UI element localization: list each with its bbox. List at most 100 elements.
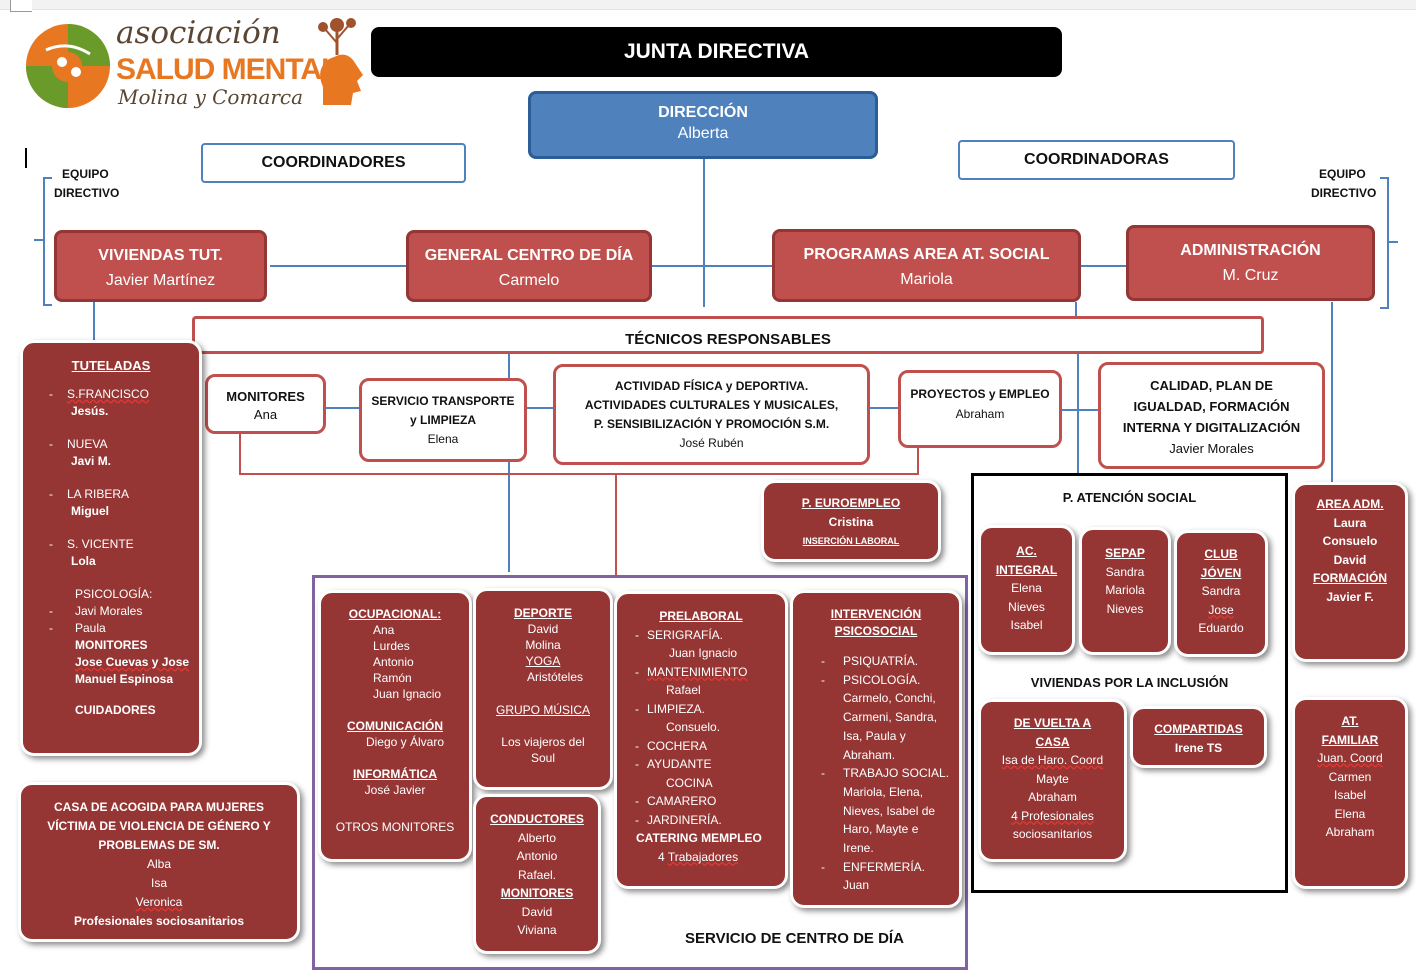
coord-title: ADMINISTRACIÓN [1180, 242, 1321, 259]
at-familiar-box: AT. FAMILIAR Juan. Coord Carmen Isabel E… [1292, 697, 1408, 889]
equipo-line1: EQUIPO [1319, 167, 1366, 181]
club-title1: CLUB [1204, 547, 1238, 561]
tec-name: Abraham [955, 407, 1005, 421]
tut-monitores-label: MONITORES [75, 638, 148, 652]
at-familiar-title2: FAMILIAR [1321, 732, 1379, 747]
logo-emblem-icon [26, 24, 110, 108]
yoga-person: Aristóteles [526, 670, 584, 684]
intervencion-line: Carmelo, Conchi, [843, 691, 936, 706]
familiar-person: Abraham [1325, 825, 1375, 839]
equipo-line2: DIRECTIVO [54, 186, 120, 200]
intervencion-line: Nieves, Isabel de [843, 803, 936, 818]
ac-integral-title2: INTEGRAL [995, 562, 1058, 577]
intervencion-title1: INTERVENCIÓN [830, 607, 922, 621]
tutelada-name: LA RIBERA [67, 487, 130, 501]
deporte-person: Molina [525, 638, 561, 652]
coord-name: Carmelo [498, 272, 560, 289]
devuelta-line: Isa de Haro. Coord [981, 751, 1124, 770]
intervencion-line: Irene. [843, 841, 874, 856]
compartidas-title: COMPARTIDAS [1154, 722, 1243, 736]
devuelta-line: Mayte [1036, 771, 1069, 786]
top-ruler [0, 0, 1416, 10]
grupo-musica-line: Los viajeros del [501, 735, 585, 749]
viviendas-inclusion-label: VIVIENDAS POR LA INCLUSIÓN [1030, 675, 1229, 690]
logo: asociación SALUD MENTAL Molina y Comarca [22, 15, 367, 115]
prelaboral-sub: Consuelo. [666, 720, 721, 734]
prelaboral-item: MANTENIMIENTO [617, 663, 785, 682]
ocupacional-title: OCUPACIONAL: [348, 607, 442, 621]
devuelta-coord: Isa de Haro. Coord [1001, 753, 1104, 767]
prelaboral-item: SERIGRAFÍA. [617, 626, 785, 645]
club-title2: JÓVEN [1200, 565, 1242, 580]
de-vuelta-casa-box: DE VUELTA A CASA Isa de Haro. Coord Mayt… [978, 699, 1127, 862]
direccion-box: DIRECCIÓN Alberta [528, 91, 878, 159]
comunicacion-title: COMUNICACIÓN [347, 719, 443, 733]
grupo-musica-title: GRUPO MÚSICA [495, 703, 590, 717]
tec-line2: y LIMPIEZA [409, 413, 476, 427]
ocup-person: Ana [373, 623, 395, 637]
intervencion-head: TRABAJO SOCIAL. [817, 764, 959, 783]
intervencion-line: Juan [843, 878, 870, 893]
tec-name: Elena [427, 432, 459, 446]
tutelada-person: Jesús. [71, 404, 109, 418]
devuelta-profesionales: 4 Profesionales [1011, 808, 1094, 823]
cuidadores-label: CUIDADORES [75, 703, 156, 717]
prelaboral-item: AYUDANTE [617, 755, 785, 774]
club-person: Eduardo [1198, 621, 1244, 635]
devuelta-title2: CASA [1035, 734, 1070, 749]
logo-line3: Molina y Comarca [118, 85, 304, 109]
coord-general-centro-dia: GENERAL CENTRO DE DÍA Carmelo [406, 230, 652, 302]
conductor-person: Alberto [517, 830, 557, 845]
casa-acogida-box: CASA DE ACOGIDA PARA MUJERES VÍCTIMA DE … [18, 782, 300, 942]
tec-line2: ACTIVIDADES CULTURALES Y MUSICALES, [584, 398, 839, 412]
tec-proyectos: PROYECTOS y EMPLEO Abraham [898, 370, 1062, 448]
logo-line1: asociación [116, 15, 281, 51]
ac-person: Nieves [1008, 599, 1045, 614]
compartidas-name: Irene TS [1174, 741, 1223, 755]
ocupacional-box: OCUPACIONAL: Ana Lurdes Antonio Ramón Ju… [318, 590, 472, 862]
tuteladas-box: TUTELADAS S.FRANCISCO Jesús. NUEVA Javi … [20, 340, 202, 756]
tec-calidad: CALIDAD, PLAN DE IGUALDAD, FORMACIÓN INT… [1098, 362, 1325, 469]
formacion-person: Javier F. [1326, 589, 1374, 604]
coordinadores-label: COORDINADORES [201, 143, 466, 183]
otros-monitores: OTROS MONITORES [335, 820, 455, 834]
psico-person: Paula [45, 620, 193, 637]
catering-label: Trabajadores [667, 849, 739, 864]
cd-monitor-person: David [521, 904, 553, 919]
devuelta-line: sociosanitarios [1012, 827, 1093, 841]
intervencion-head: ENFERMERÍA. [817, 858, 959, 877]
club-person-name: Jose [1208, 602, 1234, 617]
intervencion-box: INTERVENCIÓN PSICOSOCIAL PSIQUATRÍA. PSI… [790, 590, 962, 908]
conductor-person: Rafael. [517, 867, 557, 882]
sepap-person: Sandra [1105, 564, 1145, 579]
tutelada-item: LA RIBERA [45, 486, 193, 503]
catering-title: CATERING MEMPLEO [636, 831, 762, 845]
intervencion-title2: PSICOSOCIAL [834, 624, 918, 638]
sepap-person: Mariola [1105, 583, 1145, 597]
devuelta-title1: DE VUELTA A [1013, 716, 1092, 730]
tutelada-name: S.FRANCISCO [67, 387, 150, 401]
tec-line3: INTERNA Y DIGITALIZACIÓN [1122, 420, 1301, 435]
adm-person: David [1333, 552, 1367, 567]
logo-line2: SALUD MENTAL [116, 53, 339, 86]
ac-person: Elena [1011, 581, 1042, 595]
ocup-person: Juan Ignacio [373, 687, 442, 701]
conductor-person: Antonio [516, 849, 558, 863]
catering-sub: 4 Trabajadores [617, 848, 785, 867]
tec-actividad: ACTIVIDAD FÍSICA y DEPORTIVA. ACTIVIDADE… [553, 364, 870, 465]
tec-title: MONITORES [226, 389, 305, 404]
page-corner-mark [10, 0, 32, 12]
conductores-title: CONDUCTORES [490, 812, 584, 826]
tec-line2: IGUALDAD, FORMACIÓN [1133, 399, 1290, 414]
junta-directiva-banner: JUNTA DIRECTIVA [371, 27, 1062, 77]
familiar-person: Juan. Coord [1295, 749, 1405, 768]
intervencion-line: Abraham. [843, 747, 896, 762]
tec-transporte: SERVICIO TRANSPORTE y LIMPIEZA Elena [359, 378, 527, 462]
prelaboral-item: CAMARERO [617, 792, 785, 811]
club-person: Sandra [1201, 584, 1241, 598]
coord-title: VIVIENDAS TUT. [98, 247, 223, 264]
prelaboral-item: COCHERA [617, 737, 785, 756]
prelaboral-box: PRELABORAL SERIGRAFÍA. Juan Ignacio MANT… [614, 591, 788, 889]
coord-administracion: ADMINISTRACIÓN M. Cruz [1126, 225, 1375, 301]
devuelta-line: 4 Profesionales [981, 807, 1124, 826]
